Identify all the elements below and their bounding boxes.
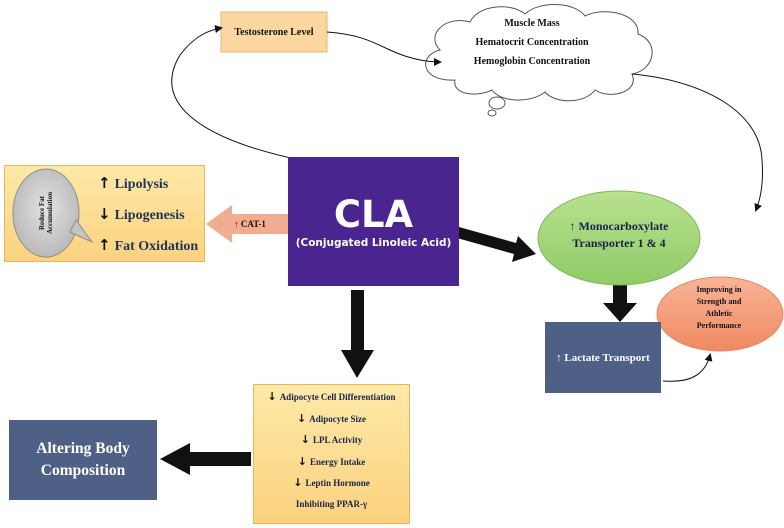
cloud-line-hemoglobin: Hemoglobin Concentration — [473, 56, 591, 67]
improve-label: Improving in Strength and Athletic Perfo… — [666, 284, 772, 344]
cla-to-testosterone-connector — [171, 25, 301, 161]
adipo-item-label: Adipocyte Size — [309, 413, 366, 424]
down-arrow-icon: ↓ — [267, 390, 277, 403]
fat-item-label: Lipolysis — [114, 177, 169, 192]
adipo-item-label: LPL Activity — [312, 435, 363, 445]
body-composition-box: Altering Body Composition — [9, 420, 157, 500]
mct-to-lactate-arrow — [603, 285, 637, 322]
cat-arrow — [206, 205, 288, 243]
improve-circle — [656, 276, 784, 352]
fat-item-lipolysis: ↑Lipolysis — [98, 168, 206, 199]
down-arrow-icon: ↓ — [293, 476, 303, 489]
cla-box: CLA (Conjugated Linoleic Acid) — [288, 157, 459, 286]
fat-item-fat-oxidation: ↑Fat Oxidation — [98, 230, 206, 261]
mct-ellipse — [537, 190, 701, 286]
down-arrow-icon: ↓ — [297, 454, 307, 468]
adipo-item-leptin: ↓Leptin Hormone — [253, 472, 410, 494]
cloud-line-hematocrit: Hematocrit Concentration — [475, 37, 589, 48]
improve-line-2: Strength and — [696, 297, 742, 306]
body-composition-line-2: Composition — [40, 462, 126, 479]
adipo-item-label: Leptin Hormone — [305, 478, 370, 488]
improve-line-4: Performance — [696, 321, 742, 330]
testosterone-box — [220, 11, 328, 53]
cla-to-adipocyte-arrow — [341, 290, 374, 378]
adipo-item-differentiation: ↓Adipocyte Cell Differentiation — [253, 386, 410, 408]
adipocyte-to-body-arrow — [160, 443, 251, 475]
cloud-text: Muscle Mass Hematocrit Concentration Hem… — [452, 14, 612, 74]
testosterone-to-cloud-connector — [326, 31, 442, 66]
cla-to-mct-arrow — [457, 227, 536, 262]
adipo-item-label: Inhibiting PPAR-γ — [295, 498, 368, 509]
cat-1-label: ↑ CAT-1 — [234, 219, 266, 229]
adipo-item-label: Adipocyte Cell Differentiation — [279, 392, 396, 402]
mct-label: ↑ Monocarboxylate Transporter 1 & 4 — [544, 218, 694, 258]
up-arrow-icon: ↑ — [98, 236, 111, 254]
fat-item-label: Lipogenesis — [114, 208, 185, 223]
cloud-to-mct-connector — [631, 73, 763, 212]
adipocyte-effects-box — [253, 384, 410, 524]
improve-line-1: Improving in — [696, 285, 742, 294]
lactate-transport-box: ↑ Lactate Transport — [545, 322, 661, 393]
adipo-item-lpl: ↓LPL Activity — [253, 429, 410, 451]
improve-line-3: Athletic — [705, 309, 733, 318]
down-arrow-icon: ↓ — [98, 205, 111, 223]
down-arrow-icon: ↓ — [297, 411, 307, 425]
cloud-shape — [425, 3, 653, 117]
down-arrow-icon: ↓ — [300, 433, 310, 446]
mct-line-1: ↑ Monocarboxylate — [569, 219, 669, 233]
up-arrow-icon: ↑ — [98, 174, 111, 192]
mct-line-2: Transporter 1 & 4 — [572, 236, 666, 250]
adipocyte-effects-list: ↓Adipocyte Cell Differentiation ↓Adipocy… — [253, 386, 410, 515]
lactate-to-improve-connector — [662, 353, 713, 382]
cla-title: CLA — [333, 192, 414, 236]
testosterone-label: Testosterone Level — [234, 26, 314, 38]
fat-item-label: Fat Oxidation — [114, 239, 199, 254]
fat-effects-list: ↑Lipolysis ↓Lipogenesis ↑Fat Oxidation — [98, 168, 206, 261]
reduce-fat-label: Reduce Fat Accumulation — [38, 192, 54, 234]
adipo-item-energy: ↓Energy Intake — [253, 451, 410, 473]
cla-subtitle: (Conjugated Linoleic Acid) — [295, 236, 452, 249]
adipo-item-size: ↓Adipocyte Size — [253, 408, 410, 430]
adipo-item-ppar: Inhibiting PPAR-γ — [253, 494, 410, 516]
adipo-item-label: Energy Intake — [309, 456, 366, 467]
fat-item-lipogenesis: ↓Lipogenesis — [98, 199, 206, 230]
cloud-line-muscle-mass: Muscle Mass — [504, 18, 560, 29]
body-composition-line-1: Altering Body — [36, 440, 130, 457]
